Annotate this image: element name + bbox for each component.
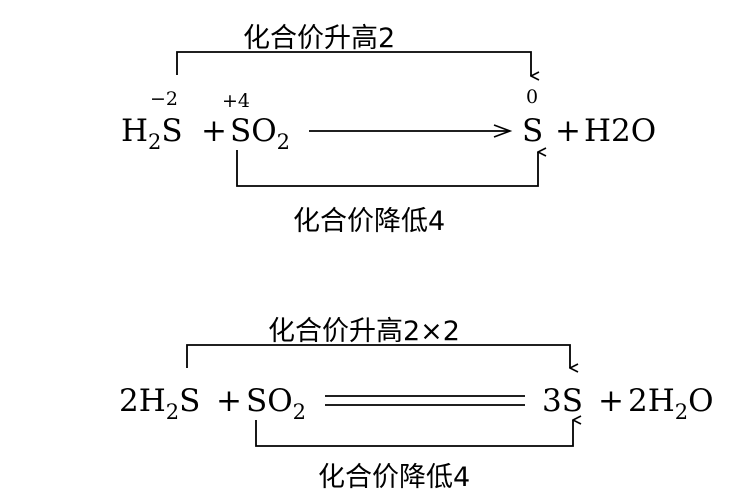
eq2-h2o-o: O [688, 383, 714, 419]
eq2-h2o-h: 2H [628, 383, 675, 419]
eq1-s: S [522, 113, 544, 149]
eq2-h2s-s: S [179, 383, 201, 419]
eq2-s: 3S [542, 383, 583, 419]
eq2-h2s: 2H2S [119, 383, 200, 424]
eq1-bottom-bracket [236, 150, 538, 187]
eq1-top-label: 化合价升高2 [243, 23, 396, 54]
eq2-bottom-bracket [255, 420, 573, 447]
eq1-bottom-label: 化合价降低4 [293, 206, 446, 237]
eq1-plus-2: + [555, 113, 581, 149]
eq1-so2-sub: 2 [276, 130, 291, 154]
eq1-h2o: H2O [584, 113, 657, 149]
eq2-top-bracket [186, 344, 570, 368]
eq1-ox-so2: +4 [222, 90, 251, 112]
eq2-so2: SO2 [246, 383, 306, 424]
eq2-bottom-label: 化合价降低4 [318, 462, 471, 493]
eq1-h2s-sub: 2 [148, 130, 162, 154]
eq2-h2s-h: 2H [119, 383, 166, 419]
eq1-ox-h2s: −2 [150, 88, 179, 110]
eq1-h2s: H2S [121, 113, 183, 154]
eq2-plus-1: + [216, 383, 242, 419]
eq2-h2o: 2H2O [628, 383, 714, 424]
eq1-top-bracket [176, 51, 531, 76]
eq2-plus-2: + [598, 383, 624, 419]
eq2-so2-so: SO [246, 383, 293, 419]
eq1-h2s-h: H [121, 113, 149, 149]
eq1-plus-1: + [201, 113, 227, 149]
eq1-reaction-arrow-head [493, 124, 513, 138]
eq1-so2-so: SO [230, 113, 277, 149]
eq2-h2s-sub: 2 [165, 400, 180, 424]
eq1-so2: SO2 [230, 113, 290, 154]
eq2-so2-sub: 2 [292, 400, 307, 424]
eq1-h2s-s: S [161, 113, 183, 149]
eq2-top-label: 化合价升高2×2 [268, 316, 460, 347]
eq1-ox-s: 0 [526, 86, 539, 108]
eq2-h2o-sub: 2 [674, 400, 689, 424]
